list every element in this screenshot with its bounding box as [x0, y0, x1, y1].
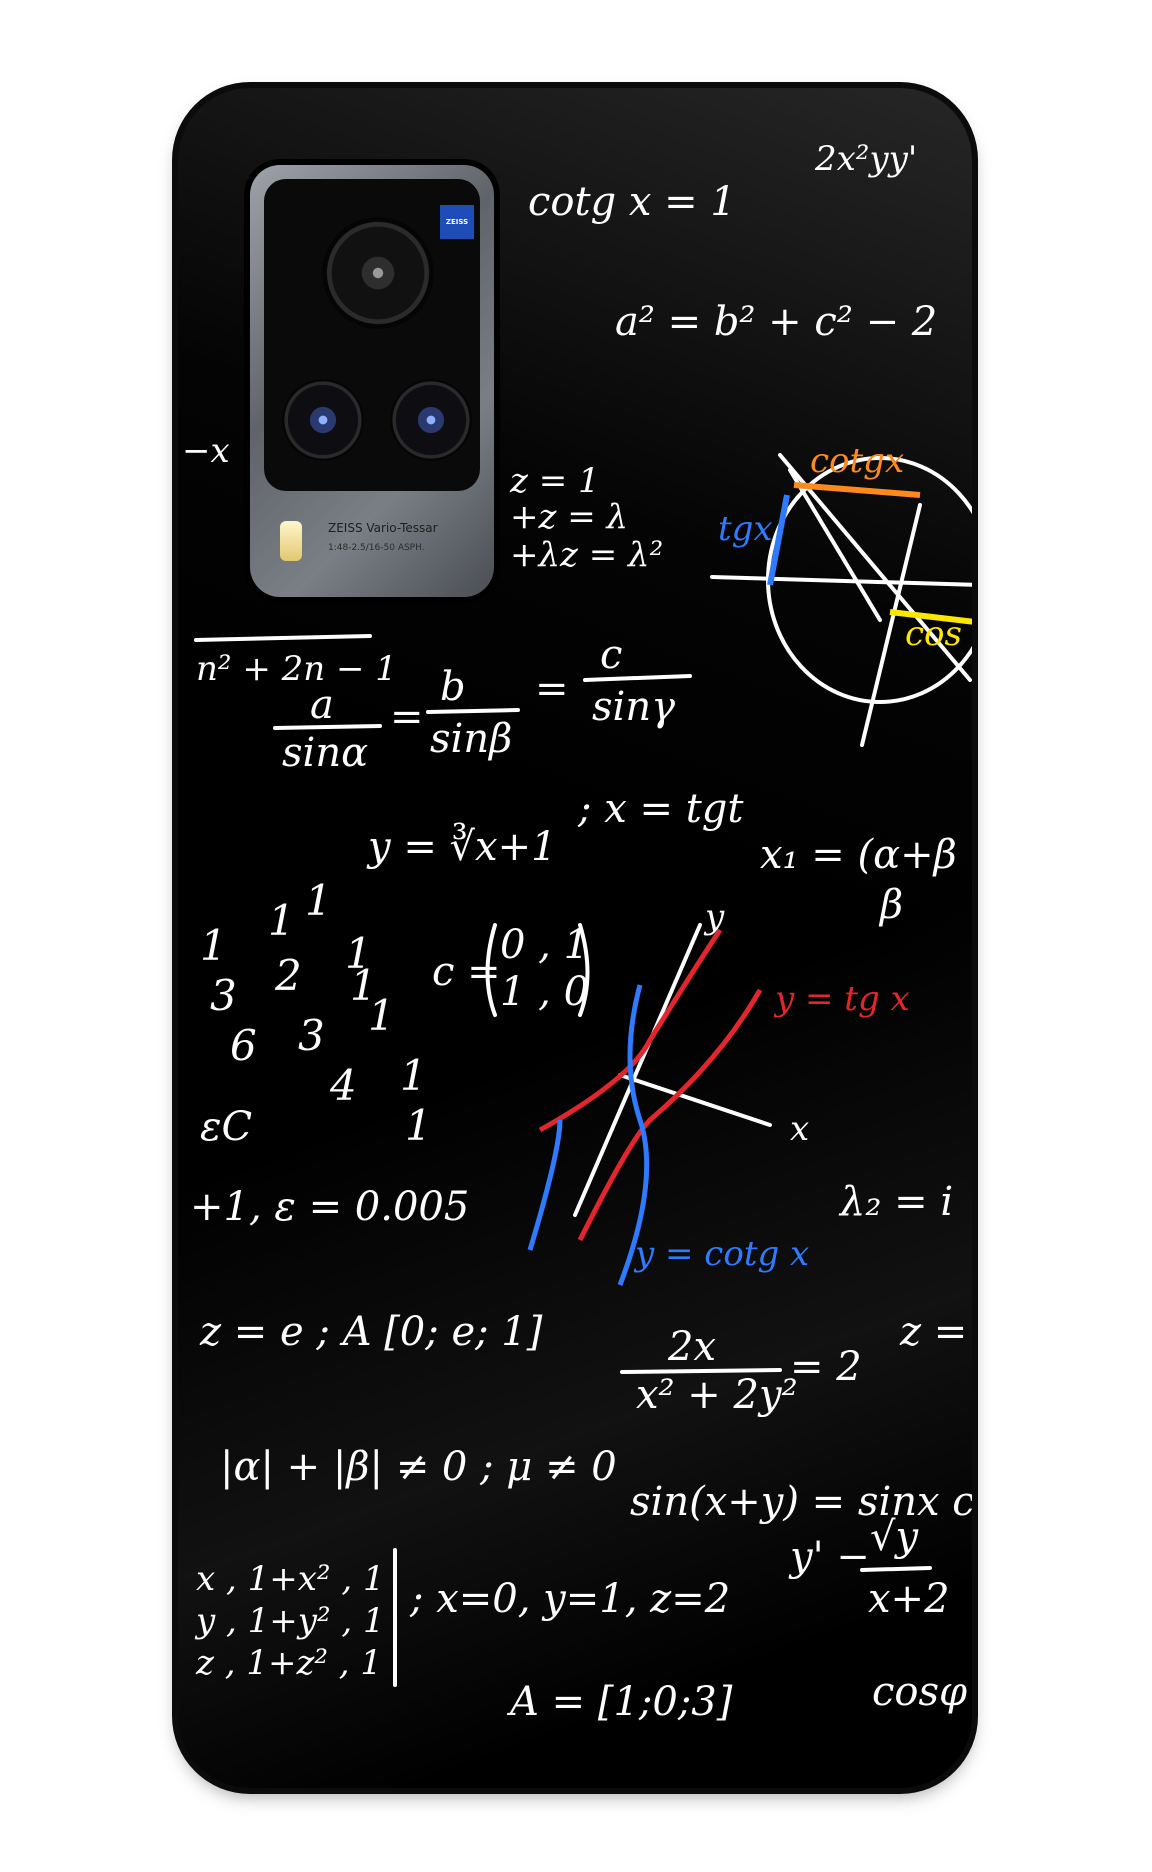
- sine-a: a: [310, 682, 334, 728]
- system-values: ; x=0, y=1, z=2: [409, 1576, 730, 1622]
- formula-top-right: 2x²yy': [814, 139, 917, 179]
- formula-pythagoras: a² = b² + c² − 2: [615, 299, 937, 345]
- main-lens-icon: [322, 217, 434, 329]
- lens-brand-text: ZEISS Vario-Tessar: [328, 521, 438, 535]
- formula-lambda: λ₂ = i: [838, 1179, 953, 1225]
- sine-eq2: =: [535, 666, 569, 712]
- digit: 3: [298, 1011, 325, 1060]
- formula-epsilon: +1, ε = 0.005: [190, 1184, 469, 1230]
- digit: 4: [329, 1061, 357, 1110]
- digit: 3: [210, 971, 237, 1020]
- digit: 1: [268, 896, 295, 945]
- formula-left-x: −x: [182, 431, 230, 471]
- matrix-row1: 0 , 1: [500, 922, 589, 968]
- matrix-bracket-left: [485, 923, 497, 1017]
- circle-tgx-label: tgx: [718, 509, 773, 549]
- formula-cotg: cotg x = 1: [528, 179, 736, 225]
- formula-z-e: z = e ; A [0; e; 1]: [199, 1309, 543, 1355]
- graph-cotgx-label: y = cotg x: [633, 1234, 809, 1274]
- graph-tgx-label: y = tg x: [773, 979, 910, 1019]
- zeiss-logo: ZEISS: [440, 205, 474, 239]
- tertiary-lens-icon: [390, 379, 472, 461]
- frac-den: x² + 2y²: [636, 1372, 798, 1418]
- matrix-row2: 1 , 0: [500, 969, 589, 1015]
- flash-icon: [280, 521, 302, 561]
- scattered-digits: 1 1 1 1 2 1 3 6 3 1 4 1 1: [200, 876, 432, 1150]
- formula-beta: β: [878, 882, 903, 928]
- trig-graph: y x y = tg x y = cotg x: [527, 897, 910, 1286]
- camera-lens-panel: ZEISS: [264, 179, 480, 491]
- digit: 1: [400, 1051, 427, 1100]
- formula-y-den: x+2: [868, 1576, 950, 1622]
- digit: 1: [350, 961, 377, 1010]
- formula-z-right: z =: [899, 1309, 967, 1355]
- formula-eq3: +λz = λ²: [510, 535, 663, 575]
- formula-eq2: +z = λ: [510, 497, 628, 537]
- camera-module: ZEISS ZEISS Vario-Tessar 1:48-2.5/16-50 …: [250, 165, 494, 597]
- formula-vector-a: A = [1;0;3]: [506, 1679, 733, 1725]
- digit: 1: [345, 929, 372, 978]
- phone-case: [178, 88, 972, 1788]
- frac-eq: = 2: [790, 1344, 862, 1390]
- formula-sin-sum: sin(x+y) = sinx cos: [630, 1479, 1019, 1525]
- formula-y-root: √y: [870, 1514, 919, 1560]
- sine-c-den: sinγ: [592, 684, 675, 730]
- graph-x-axis: x: [790, 1109, 809, 1149]
- system-row2: y , 1+y² , 1: [194, 1601, 385, 1641]
- formula-y-prime: y' −: [788, 1534, 870, 1580]
- lens-spec-text: 1:48-2.5/16-50 ASPH.: [328, 543, 425, 553]
- formula-x1: x₁ = (α+β: [760, 832, 957, 878]
- formula-eq1: z = 1: [509, 461, 600, 501]
- sine-a-den: sinα: [282, 730, 368, 776]
- circle-cos-label: cos: [905, 614, 962, 654]
- digit: 1: [305, 876, 332, 925]
- frac-num: 2x: [667, 1324, 716, 1370]
- fraction-bar: [194, 634, 372, 642]
- power-button: [174, 760, 180, 818]
- sine-eq1: =: [390, 694, 424, 740]
- system-row1: x , 1+x² , 1: [196, 1559, 385, 1599]
- sine-b-den: sinβ: [430, 716, 512, 762]
- formula-cos-phi: cosφ: [872, 1669, 967, 1715]
- formula-cuberoot: y = ∛x+1: [366, 822, 557, 870]
- digit: 2: [274, 951, 302, 1000]
- graph-y-axis: y: [703, 897, 725, 937]
- digit: 1: [368, 991, 395, 1040]
- matrix-bracket-right: [578, 923, 590, 1017]
- volume-button: [174, 490, 180, 580]
- digit: 1: [405, 1101, 432, 1150]
- formula-alpha-beta: |α| + |β| ≠ 0 ; μ ≠ 0: [220, 1444, 617, 1490]
- sine-c: c: [600, 632, 622, 678]
- formula-left-frac: n² + 2n − 1: [196, 649, 397, 689]
- system-row3: z , 1+z² , 1: [195, 1643, 382, 1683]
- sine-b: b: [440, 664, 466, 710]
- formula-ec: εC: [200, 1104, 252, 1150]
- secondary-lens-icon: [282, 379, 364, 461]
- circle-cotgx-label: cotgx: [810, 441, 904, 481]
- digit: 1: [200, 921, 227, 970]
- digit: 6: [230, 1021, 257, 1070]
- unit-circle-diagram: cotgx tgx cos: [710, 441, 972, 747]
- formula-param: ; x = tgt: [577, 786, 744, 832]
